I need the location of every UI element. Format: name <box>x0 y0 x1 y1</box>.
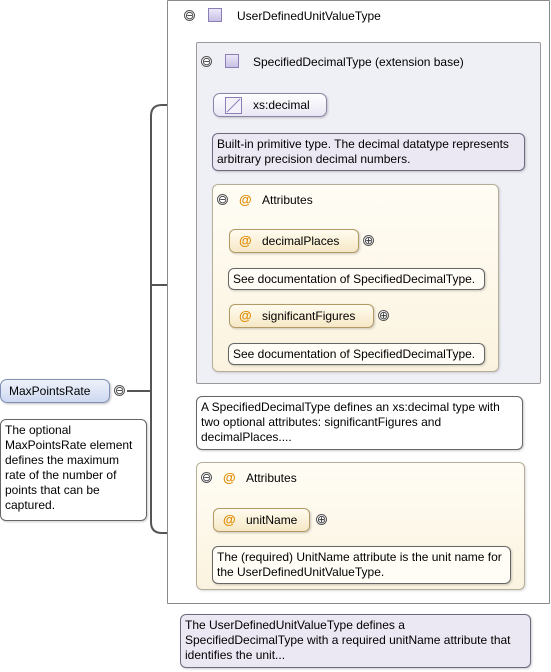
expand-icon[interactable]: ⊕ <box>363 234 374 247</box>
attribute-decimal-places[interactable]: @ decimalPlaces <box>229 229 359 253</box>
base-type-name: SpecifiedDecimalType (extension base) <box>253 55 464 69</box>
xs-decimal-label: xs:decimal <box>253 98 310 112</box>
expand-icon[interactable]: ⊕ <box>316 513 327 526</box>
xs-decimal-doc: Built-in primitive type. The decimal dat… <box>212 133 525 171</box>
attribute-name: unitName <box>246 513 298 527</box>
complex-type-icon <box>208 8 222 22</box>
max-points-rate-element[interactable]: MaxPointsRate <box>0 379 110 403</box>
collapse-icon[interactable]: ⊖ <box>201 471 212 484</box>
collapse-icon[interactable]: ⊖ <box>184 9 195 22</box>
attributes-label: Attributes <box>246 471 297 485</box>
decimal-places-doc: See documentation of SpecifiedDecimalTyp… <box>228 268 485 290</box>
attribute-unit-name[interactable]: @ unitName <box>213 508 310 532</box>
attribute-icon: @ <box>239 308 252 323</box>
collapse-icon[interactable]: ⊖ <box>114 384 125 397</box>
significant-figures-doc: See documentation of SpecifiedDecimalTyp… <box>228 343 485 365</box>
attribute-significant-figures[interactable]: @ significantFigures <box>229 304 374 328</box>
attributes-icon: @ <box>223 470 236 485</box>
user-defined-unit-value-type-doc: The UserDefinedUnitValueType defines a S… <box>180 614 531 668</box>
attribute-icon: @ <box>239 233 252 248</box>
specified-decimal-type-doc: A SpecifiedDecimalType defines an xs:dec… <box>196 396 523 450</box>
attribute-icon: @ <box>223 512 236 527</box>
collapse-icon[interactable]: ⊖ <box>201 55 212 68</box>
collapse-icon[interactable]: ⊖ <box>217 193 228 206</box>
unit-name-doc: The (required) UnitName attribute is the… <box>212 546 511 584</box>
attribute-name: decimalPlaces <box>262 234 340 248</box>
expand-icon[interactable]: ⊕ <box>378 309 389 322</box>
attributes-icon: @ <box>239 192 252 207</box>
max-points-rate-doc: The optional MaxPointsRate element defin… <box>0 419 147 521</box>
simple-type-icon <box>225 97 242 114</box>
complex-type-icon <box>225 54 239 68</box>
xs-decimal-node[interactable]: xs:decimal <box>213 93 327 117</box>
type-name: UserDefinedUnitValueType <box>237 9 381 23</box>
attribute-name: significantFigures <box>262 309 356 323</box>
attributes-label: Attributes <box>262 193 313 207</box>
